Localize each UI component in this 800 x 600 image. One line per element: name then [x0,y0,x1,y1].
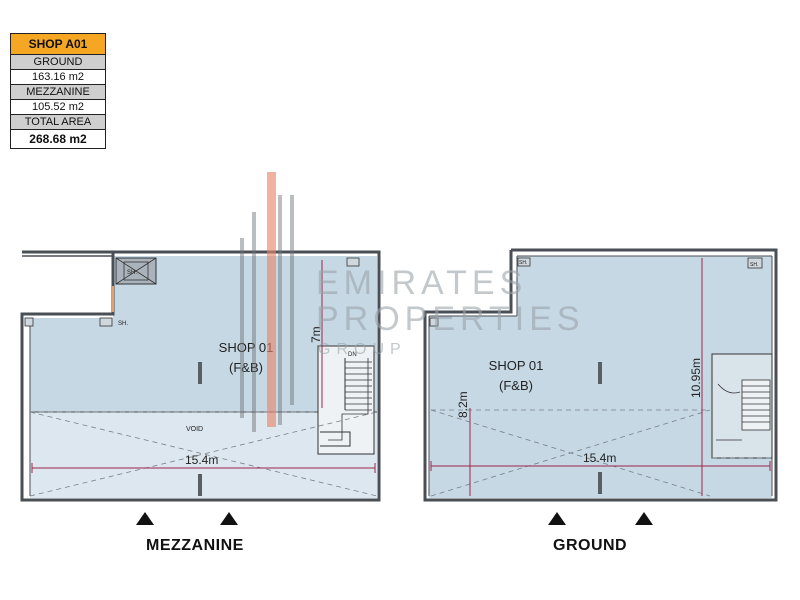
mezzanine-width-label: 15.4m [185,453,218,467]
ground-entrance-marker-2 [635,512,653,525]
ground-plan: SH. SH. 15. [423,248,778,502]
mezzanine-stairs: DN [317,345,375,455]
watermark-line-3: GROUP [318,341,407,358]
mezzanine-entrance-marker-2 [220,512,238,525]
ground-width-label: 15.4m [583,451,616,465]
ground-wall [423,248,778,502]
mezzanine-entrance-marker-1 [136,512,154,525]
ground-shop-label: SHOP 01 [489,358,544,373]
area-table: SHOP A01 GROUND 163.16 m2 MEZZANINE 105.… [10,33,106,149]
watermark: EMIRATES PROPERTIES GROUP [240,172,585,432]
ground-shop-use: (F&B) [499,378,533,393]
watermark-line-1: EMIRATES [316,264,527,302]
mezzanine-caption: MEZZANINE [146,537,244,554]
mezzanine-shop-use: (F&B) [229,360,263,375]
mezzanine-shaft-label-1: SH. [127,270,137,276]
ground-column [598,362,602,384]
mezzanine-height-label: 7m [309,326,323,343]
ground-label: GROUND [10,54,106,70]
ground-height-label-left: 8.2m [456,391,470,418]
mezzanine-stair-label: DN [348,352,357,358]
area-table-title: SHOP A01 [10,33,106,55]
mezzanine-floor [30,256,377,412]
ground-caption: GROUND [553,537,628,554]
mezzanine-plan: SH. SH. DN [20,250,381,502]
void-label: VOID [186,426,203,433]
watermark-line-2: PROPERTIES [316,300,585,338]
total-area-value: 268.68 m2 [10,129,106,149]
ground-stairs [711,353,773,459]
ground-height-label-right: 10.95m [689,358,703,398]
mezzanine-column [198,362,202,384]
mezzanine-shop-label: SHOP 01 [219,340,274,355]
ground-entrance-marker-1 [548,512,566,525]
mezzanine-shaft-label-2: SH. [118,321,128,327]
total-area-label: TOTAL AREA [10,114,106,130]
ground-shaft-label-2: SH. [750,262,758,268]
mezzanine-label: MEZZANINE [10,84,106,100]
ground-shaft-label-1: SH. [519,260,527,266]
